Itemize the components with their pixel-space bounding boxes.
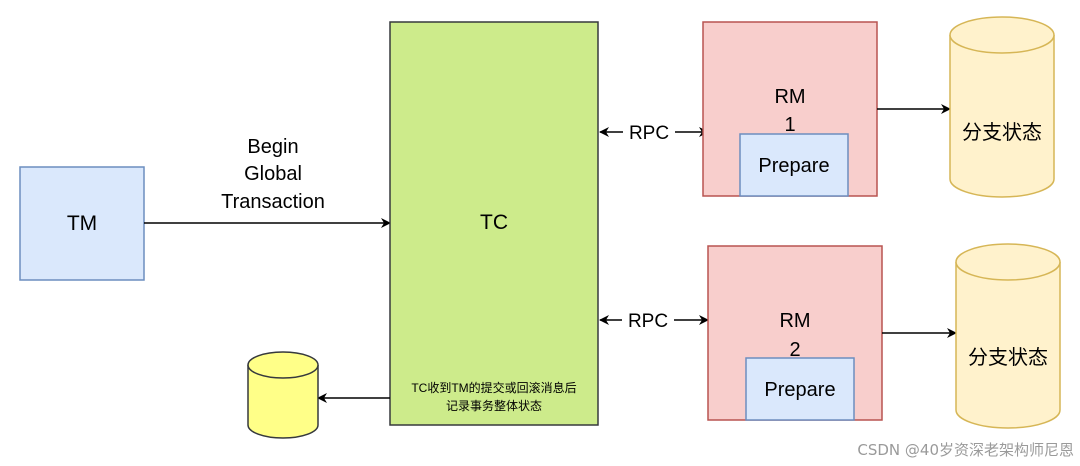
transaction-label: Transaction: [221, 191, 325, 213]
tc-database: [247, 351, 390, 439]
rpc1-label-bg: [623, 120, 675, 144]
rpc1-label: RPC: [629, 123, 669, 144]
rm1-database-top: [949, 16, 1055, 54]
rm2-database-label: 分支状态: [968, 346, 1048, 369]
tm-node: TM: [19, 166, 145, 281]
rm2-number: 2: [789, 339, 800, 361]
rm1-prepare-label: Prepare: [758, 155, 829, 177]
rm2-database-cylinder: [955, 262, 1061, 429]
rm2-prepare-box: [745, 357, 855, 421]
rm1-database-cylinder: [949, 35, 1055, 198]
global-label: Global: [244, 163, 302, 185]
rm2-database-top: [955, 243, 1061, 281]
begin-label: Begin: [247, 136, 298, 158]
tc-box: [389, 21, 599, 426]
rpc2-label: RPC: [628, 311, 668, 332]
watermark: CSDN @40岁资深老架构师尼恩: [857, 441, 1074, 459]
rpc2-label-bg: [622, 308, 674, 332]
rm1-database-label: 分支状态: [962, 121, 1042, 144]
rm2-prepare-label: Prepare: [764, 379, 835, 401]
tc-database-top: [247, 351, 319, 379]
rm1-prepare-box: [739, 133, 849, 197]
rm2-label: RM: [779, 310, 810, 332]
tm-label: TM: [67, 212, 97, 235]
tc-database-cylinder: [247, 365, 319, 439]
rm1-label: RM: [774, 86, 805, 108]
tm-box: [19, 166, 145, 281]
rm1-node: RPC RM 1 Prepare 分支状态: [599, 16, 1055, 198]
tc-label: TC: [480, 211, 508, 234]
tc-node: TC TC收到TM的提交或回滚消息后 记录事务整体状态: [389, 21, 599, 426]
begin-transaction-edge: Begin Global Transaction: [144, 136, 391, 228]
rm1-number: 1: [784, 114, 795, 136]
tc-note-line1: TC收到TM的提交或回滚消息后: [411, 380, 576, 395]
tc-note-line2: 记录事务整体状态: [446, 398, 542, 413]
rm2-node: RPC RM 2 Prepare 分支状态: [599, 243, 1061, 429]
